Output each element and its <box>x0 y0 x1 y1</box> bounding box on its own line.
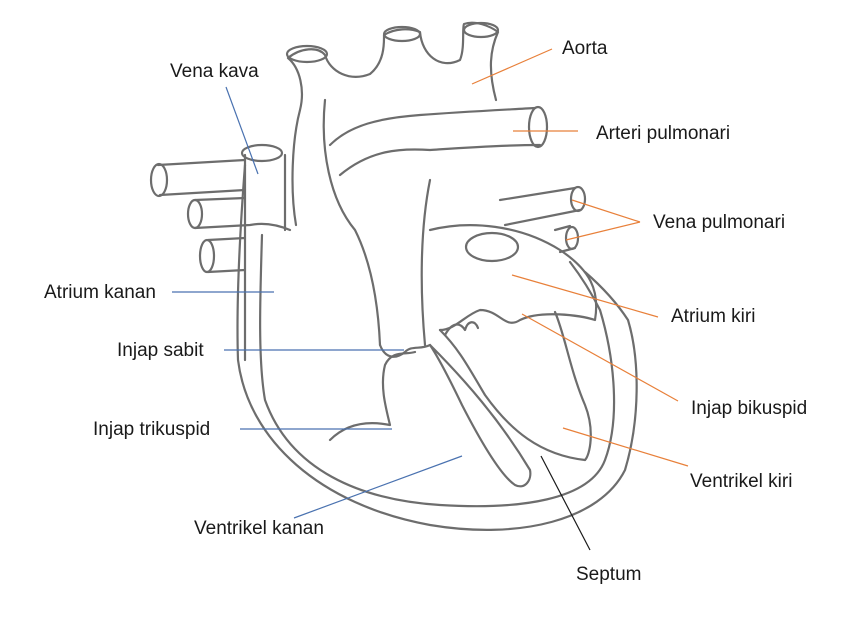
aorta-arch <box>286 21 500 227</box>
vena-pulmonari-lower-end <box>564 225 580 251</box>
bicuspid-valve <box>438 328 587 462</box>
label-ventrikel-kanan: Ventrikel kanan <box>194 518 324 539</box>
pulmonary-artery <box>328 106 542 177</box>
leader-ventrikel-kanan <box>293 455 463 519</box>
aorta-base <box>378 343 432 358</box>
label-septum: Septum <box>576 564 641 585</box>
right-vein-lower <box>206 236 247 274</box>
vena-pulmonari-upper <box>498 186 582 227</box>
vena-cava <box>243 153 287 362</box>
label-atrium-kanan: Atrium kanan <box>44 282 156 303</box>
leader-lines <box>172 48 689 551</box>
labels: Aorta Vena kava Arteri pulmonari Vena pu… <box>44 38 807 585</box>
label-vena-kava: Vena kava <box>170 61 259 82</box>
leader-ventrikel-kiri <box>562 427 689 467</box>
right-vein-lower-end <box>198 238 216 274</box>
heart-inner-wall <box>259 233 616 508</box>
heart-sketch <box>149 21 638 531</box>
aorta-branch-1 <box>285 44 329 64</box>
label-arteri-pulmonari: Arteri pulmonari <box>596 123 730 144</box>
tricuspid-valve <box>328 350 417 442</box>
right-vein-upper <box>156 158 247 197</box>
septum-wall <box>428 343 532 488</box>
leader-septum <box>540 455 591 551</box>
leader-atrium-kiri <box>511 274 659 318</box>
vena-pulmonari-upper-end <box>569 185 587 213</box>
label-vena-pulmonari: Vena pulmonari <box>653 212 785 233</box>
right-vein-middle-end <box>186 198 204 230</box>
label-injap-bikuspid: Injap bikuspid <box>691 398 807 419</box>
leader-injap-bikuspid <box>521 313 679 402</box>
bicuspid-valve-flap <box>553 310 592 462</box>
label-atrium-kiri: Atrium kiri <box>671 306 755 327</box>
leader-vena-pulmonari-1 <box>571 199 641 223</box>
heart-outline <box>236 163 638 531</box>
right-vein-middle <box>193 196 292 232</box>
pulmonary-artery-end <box>527 105 549 149</box>
right-vein-upper-end <box>149 162 169 198</box>
label-ventrikel-kiri: Ventrikel kiri <box>690 471 792 492</box>
leader-aorta <box>471 48 553 85</box>
semilunar-valve <box>443 321 480 337</box>
aorta-branch-2 <box>382 25 422 43</box>
label-injap-trikuspid: Injap trikuspid <box>93 419 210 440</box>
vena-cava-top <box>240 143 284 163</box>
leader-vena-kava <box>225 86 259 175</box>
pulmonary-vein-opening <box>464 231 520 263</box>
left-atrium-outline <box>428 224 598 332</box>
label-injap-sabit: Injap sabit <box>117 340 204 361</box>
label-aorta: Aorta <box>562 38 608 59</box>
aorta-trunk <box>322 98 432 347</box>
leader-vena-pulmonari-2 <box>565 221 641 241</box>
aorta-branch-3 <box>462 21 500 39</box>
